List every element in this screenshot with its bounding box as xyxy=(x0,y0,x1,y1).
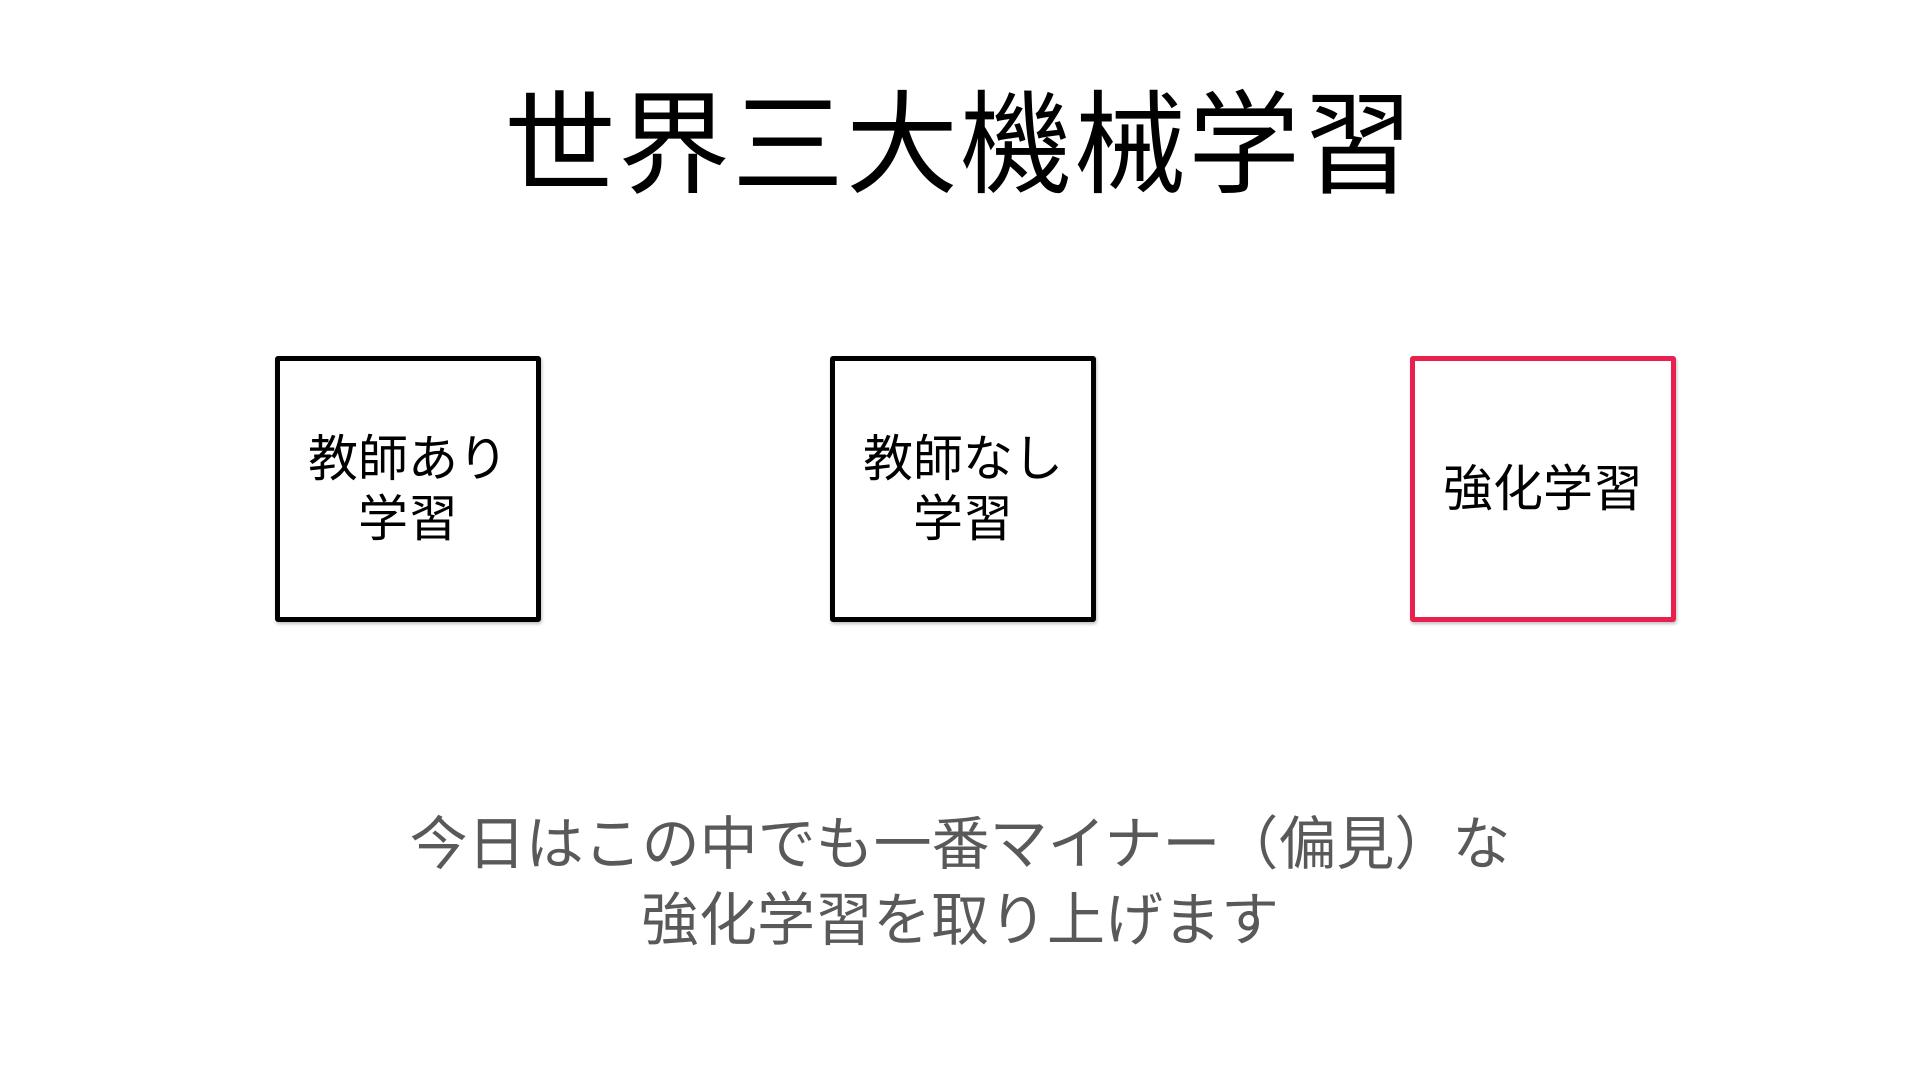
slide-title: 世界三大機械学習 xyxy=(504,81,1416,211)
unsupervised-learning-box: 教師なし 学習 xyxy=(830,356,1096,622)
supervised-learning-label: 教師あり 学習 xyxy=(308,430,508,548)
reinforcement-learning-label: 強化学習 xyxy=(1443,460,1643,518)
unsupervised-learning-label: 教師なし 学習 xyxy=(863,430,1063,548)
slide-caption: 今日はこの中でも一番マイナー（偏見）な 強化学習を取り上げます xyxy=(409,810,1511,954)
reinforcement-learning-box: 強化学習 xyxy=(1410,356,1676,622)
supervised-learning-box: 教師あり 学習 xyxy=(275,356,541,622)
